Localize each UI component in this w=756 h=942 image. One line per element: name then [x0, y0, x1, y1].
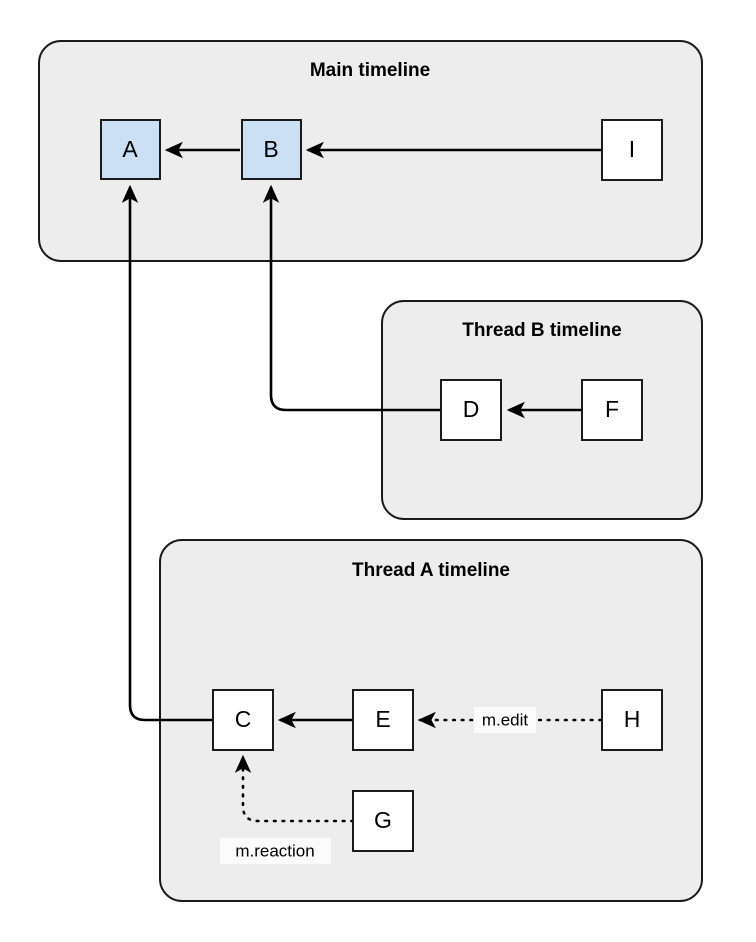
node-d-box[interactable]: [440, 379, 502, 441]
group-thread-a-timeline-title: Thread A timeline: [352, 560, 510, 581]
node-e-box[interactable]: [352, 689, 414, 751]
node-b-box[interactable]: [241, 119, 302, 180]
edge-label-m-edit-bg: [474, 707, 536, 733]
node-c-label: C: [235, 706, 252, 732]
edge-d-to-b: [262, 184, 441, 412]
node-b-label: B: [263, 136, 278, 162]
node-a-label: A: [122, 136, 138, 162]
node-i-label: I: [629, 136, 635, 162]
node-h-box[interactable]: [601, 689, 663, 751]
node-c[interactable]: C: [212, 689, 274, 751]
node-h[interactable]: H: [601, 689, 663, 751]
group-main-timeline-title: Main timeline: [310, 60, 430, 81]
node-g-box[interactable]: [352, 790, 414, 852]
node-g[interactable]: G: [352, 790, 414, 852]
node-c-box[interactable]: [212, 689, 274, 751]
node-d-label: D: [463, 396, 480, 422]
node-d[interactable]: D: [440, 379, 502, 441]
node-f-label: F: [605, 396, 619, 422]
edge-label-m-reaction: m.reaction: [235, 841, 314, 860]
node-g-label: G: [374, 807, 392, 833]
node-e-label: E: [375, 706, 390, 732]
edge-c-to-a: [121, 184, 213, 722]
group-thread-b-timeline-title: Thread B timeline: [462, 320, 621, 341]
node-i-box[interactable]: [601, 119, 663, 181]
edge-label-m-reaction-bg: [220, 838, 331, 864]
node-i[interactable]: I: [601, 119, 663, 181]
node-a[interactable]: A: [100, 119, 161, 180]
edge-g-to-c: [234, 754, 355, 823]
edge-label-m-edit: m.edit: [482, 710, 529, 729]
node-f-box[interactable]: [581, 379, 643, 441]
node-h-label: H: [624, 706, 641, 732]
node-f[interactable]: F: [581, 379, 643, 441]
node-a-box[interactable]: [100, 119, 161, 180]
node-b[interactable]: B: [241, 119, 302, 180]
node-e[interactable]: E: [352, 689, 414, 751]
